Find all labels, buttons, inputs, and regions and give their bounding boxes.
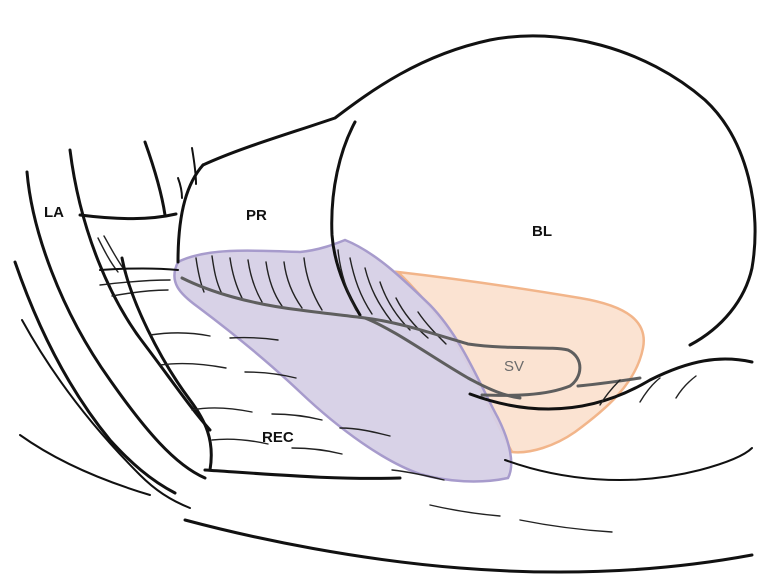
label-rec: REC xyxy=(262,429,294,446)
label-sv: SV xyxy=(504,358,524,375)
label-bl: BL xyxy=(532,223,552,240)
label-la: LA xyxy=(44,204,64,221)
levator-ani-strands xyxy=(15,142,210,508)
label-pr: PR xyxy=(246,207,267,224)
urethra-line xyxy=(80,214,176,219)
prostate-outline xyxy=(178,165,203,262)
